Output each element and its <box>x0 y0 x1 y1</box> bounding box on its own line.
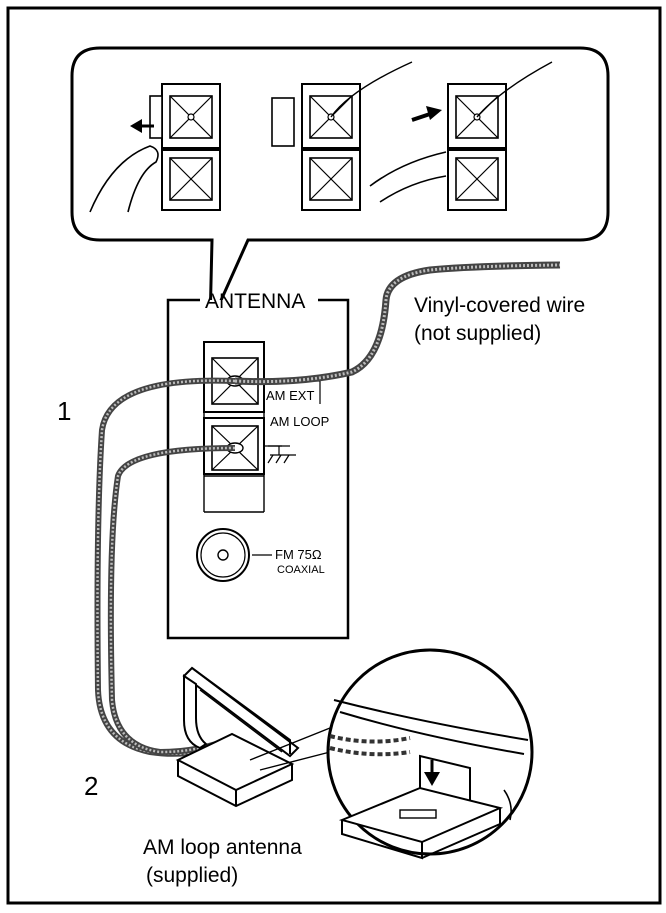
loop-antenna-leads <box>94 377 236 757</box>
antenna-label: ANTENNA <box>205 290 305 313</box>
loop-stand-detail <box>326 648 534 860</box>
am-loop-label: AM LOOP <box>270 414 329 429</box>
antenna-panel: ANTENNA AM EXT AM LOOP <box>166 290 350 640</box>
am-ext-terminal <box>203 341 265 413</box>
am-ext-label: AM EXT <box>266 388 314 403</box>
down-arrow-icon <box>424 772 440 786</box>
step-1-number: 1 <box>57 396 71 426</box>
terminal-open-step <box>89 83 221 213</box>
coaxial-label: COAXIAL <box>277 564 325 576</box>
step-2-number: 2 <box>84 771 98 801</box>
loop-antenna-label-line1: AM loop antenna <box>143 836 302 859</box>
terminal-insert-step <box>271 61 413 211</box>
fm-coaxial-jack <box>196 528 250 582</box>
page-border <box>6 6 662 905</box>
ground-icon <box>267 445 296 464</box>
am-loop-antenna <box>175 666 331 808</box>
fm-label: FM 75Ω <box>275 547 322 562</box>
vinyl-covered-wire <box>234 261 561 386</box>
wire-label-line1: Vinyl-covered wire <box>414 294 585 317</box>
terminal-steps-callout <box>70 46 610 326</box>
loop-antenna-label-line2: (supplied) <box>146 864 238 887</box>
wire-label-line2: (not supplied) <box>414 322 541 345</box>
terminal-close-step <box>369 61 553 211</box>
